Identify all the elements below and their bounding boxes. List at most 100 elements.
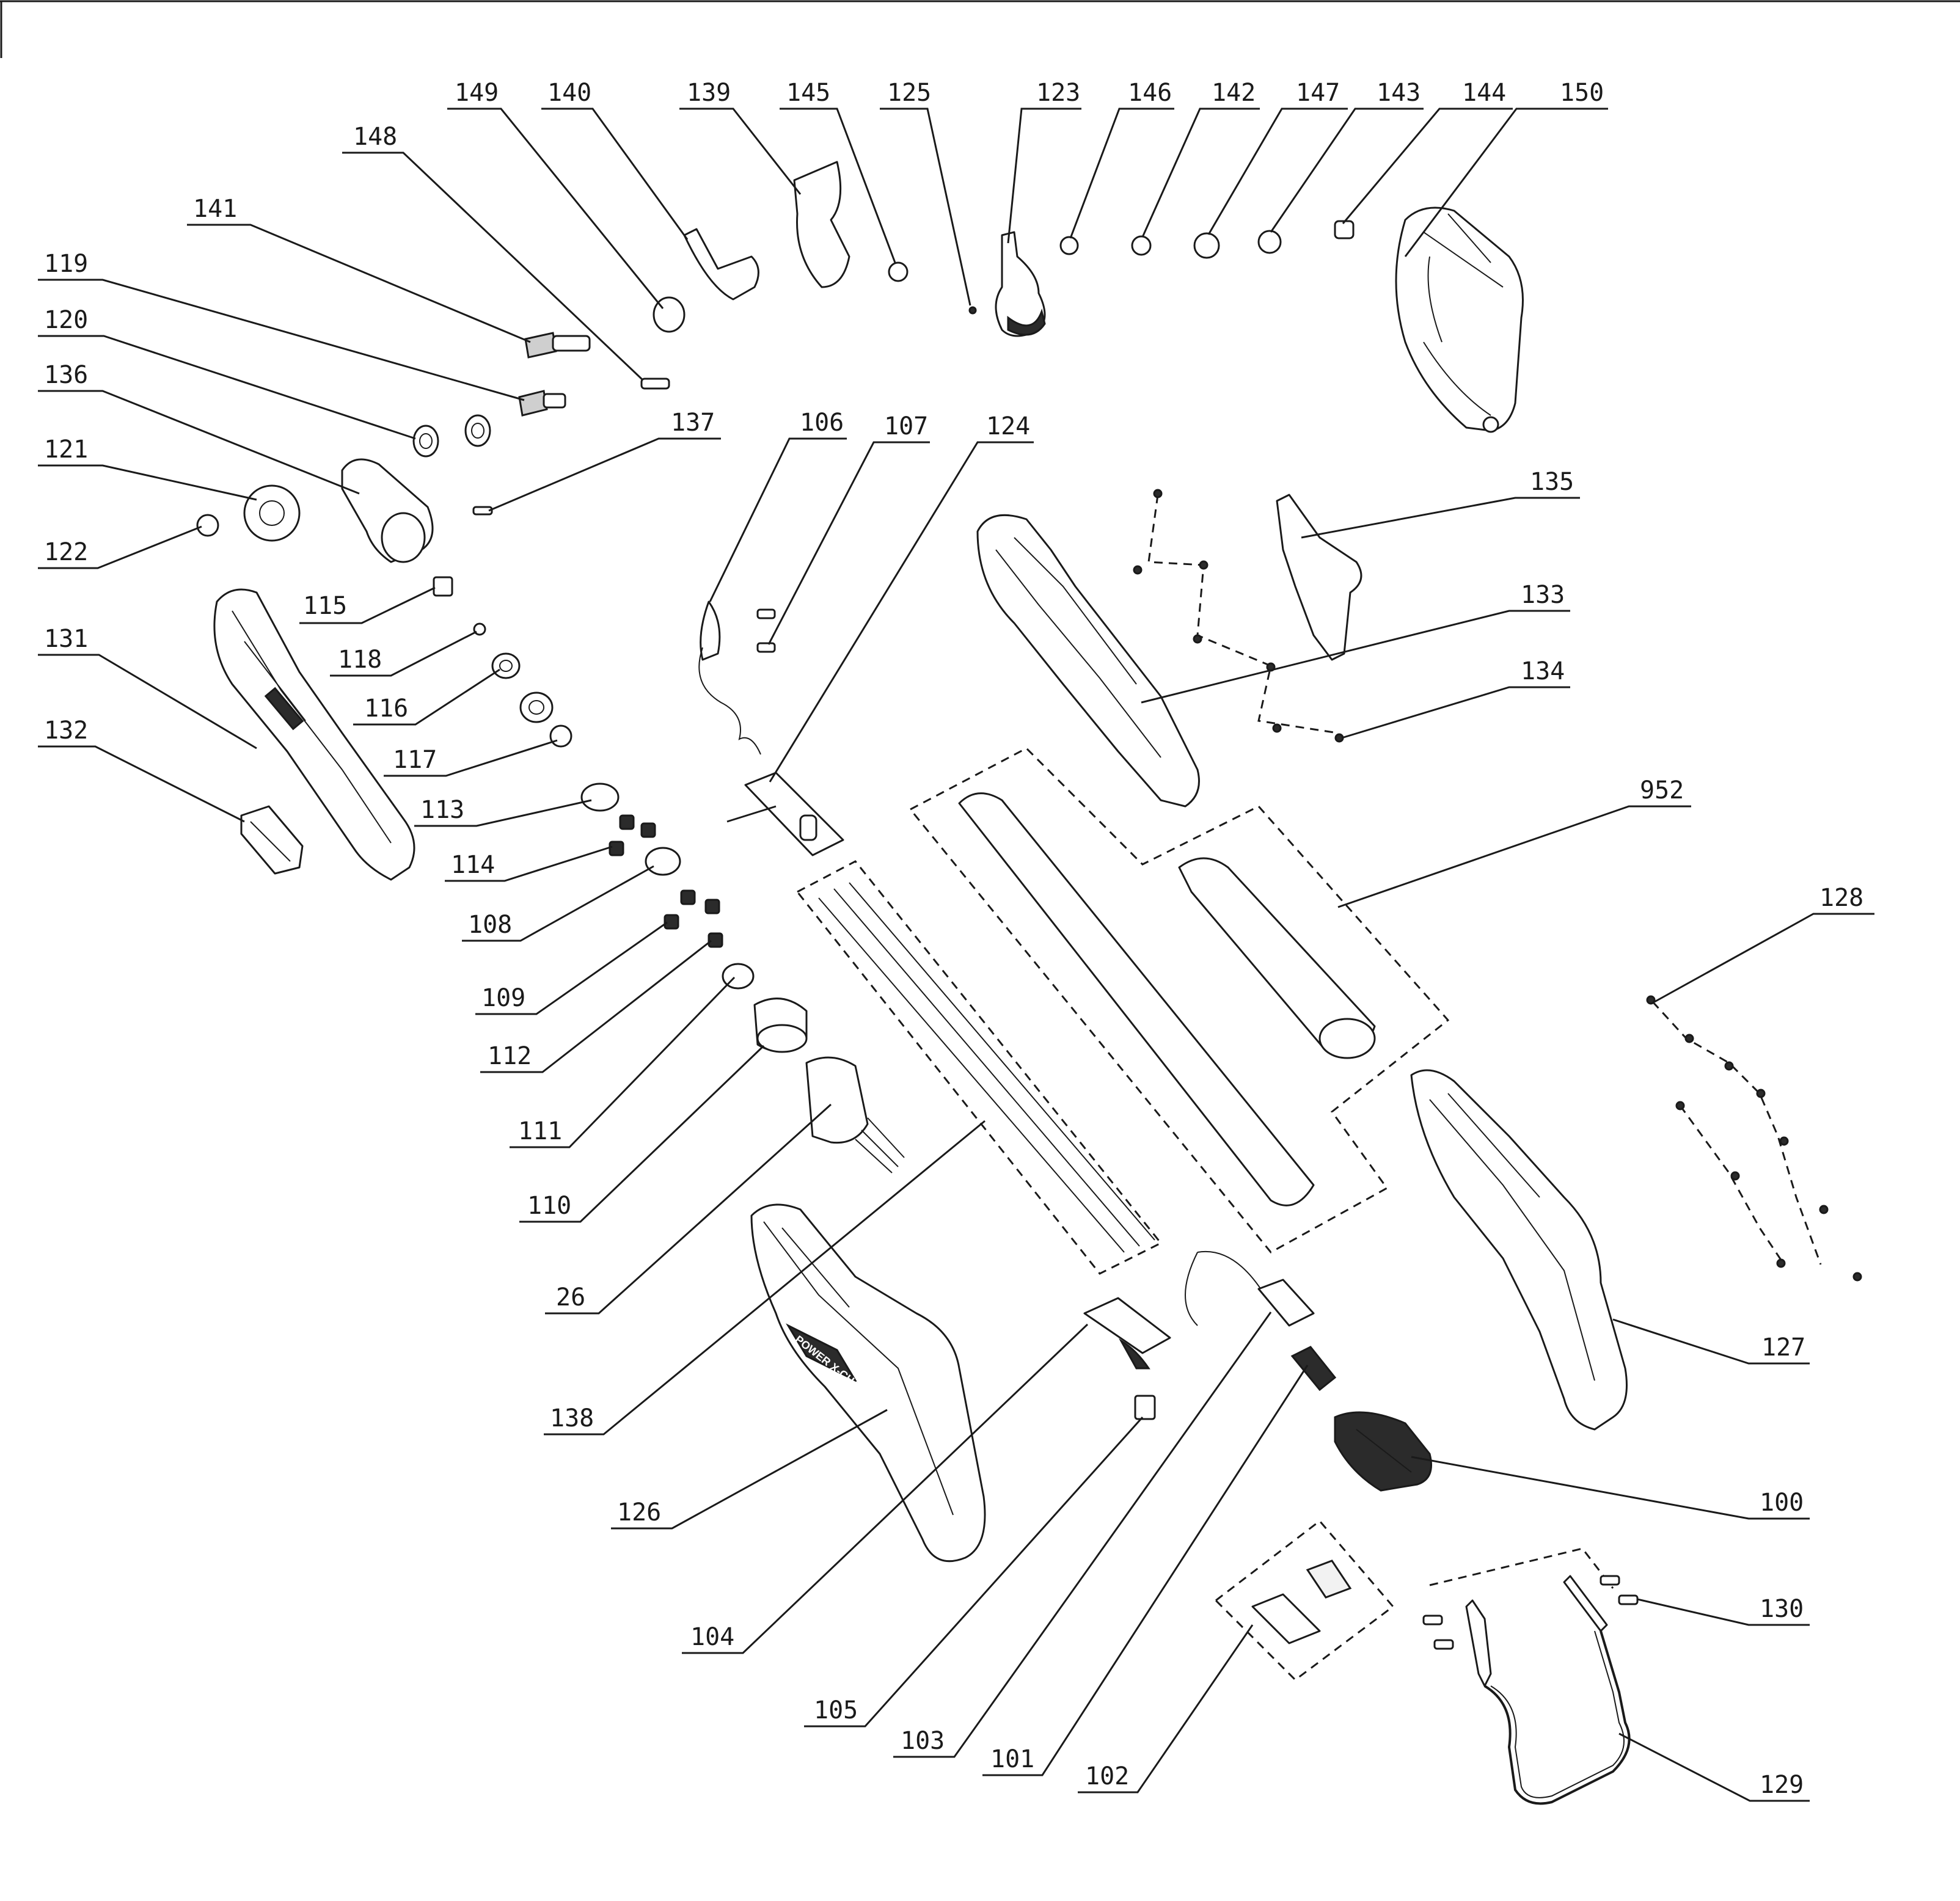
part-139-plate	[793, 161, 850, 288]
callout-label: 125	[887, 79, 931, 107]
part-105-switch	[1134, 1395, 1156, 1420]
callout-128: 128	[1654, 884, 1874, 1003]
callout-109: 109	[475, 921, 668, 1015]
part-114-nut-set	[609, 814, 656, 856]
part-116-bearing	[491, 652, 521, 679]
callout-102: 102	[1078, 1624, 1254, 1793]
callout-132: 132	[38, 717, 245, 823]
callout-label: 147	[1296, 79, 1340, 107]
part-120-bearing	[412, 425, 439, 458]
callout-label: 126	[617, 1498, 661, 1527]
callout-label: 132	[44, 717, 88, 745]
callout-label: 123	[1036, 79, 1080, 107]
callout-label: 127	[1761, 1334, 1805, 1362]
part-104-switch-board	[1083, 1297, 1171, 1370]
callout-label: 144	[1462, 79, 1506, 107]
callout-145: 145	[780, 79, 896, 263]
part-143-nut	[1257, 230, 1282, 254]
callout-103: 103	[893, 1312, 1272, 1758]
part-109-nut-set	[664, 889, 723, 948]
callout-label: 134	[1521, 657, 1565, 685]
callout-label: 128	[1819, 884, 1863, 912]
callout-115: 115	[299, 586, 436, 624]
part-131-motor-housing	[213, 588, 415, 881]
part-129-bail-handle	[1429, 1547, 1631, 1805]
callout-952: 952	[1337, 776, 1691, 908]
part-142-washer	[1131, 235, 1152, 256]
callout-label: 110	[527, 1192, 571, 1220]
callout-130: 130	[1637, 1595, 1810, 1626]
callout-135: 135	[1301, 468, 1580, 539]
part-136-bearing	[464, 414, 491, 447]
callout-label: 108	[468, 911, 512, 939]
callout-label: 146	[1128, 79, 1172, 107]
part-122-nut	[196, 514, 219, 537]
part-132-battery-latch	[240, 805, 304, 875]
callout-100: 100	[1411, 1456, 1810, 1520]
callout-122: 122	[38, 525, 202, 569]
part-121-gear	[243, 484, 301, 542]
part-148-pin	[640, 378, 670, 390]
part-119-pinion	[518, 390, 566, 417]
callout-label: 105	[814, 1696, 858, 1724]
callout-118: 118	[330, 630, 477, 677]
callout-label: 141	[193, 195, 237, 223]
part-117-ring	[549, 724, 572, 748]
part-111-sleeve	[753, 998, 808, 1053]
callout-119: 119	[38, 250, 525, 401]
callout-105: 105	[804, 1416, 1144, 1728]
part-125-pin	[968, 306, 977, 315]
part-145-washer	[888, 261, 909, 282]
callout-label: 101	[990, 1745, 1034, 1773]
part-138-rod-set	[795, 860, 1163, 1275]
callout-label: 107	[884, 412, 928, 440]
part-146-washer	[1059, 236, 1079, 255]
callout-label: 140	[547, 79, 591, 107]
callout-138: 138	[544, 1120, 985, 1436]
callout-label: 122	[44, 538, 88, 566]
callout-label: 104	[690, 1623, 734, 1651]
callout-149: 149	[447, 79, 664, 309]
callout-125: 125	[880, 79, 971, 306]
callout-101: 101	[982, 1365, 1309, 1776]
callout-137: 137	[488, 409, 721, 512]
callout-147: 147	[1207, 79, 1348, 235]
callout-141: 141	[187, 195, 531, 343]
part-123-gear-lever	[995, 231, 1046, 337]
callout-label: 142	[1212, 79, 1256, 107]
callout-131: 131	[38, 625, 257, 750]
callout-label: 145	[786, 79, 830, 107]
callout-144: 144	[1342, 79, 1513, 224]
page-frame	[0, 0, 1960, 58]
callout-146: 146	[1069, 79, 1174, 239]
part-133-handle-half	[976, 514, 1200, 808]
callout-label: 103	[901, 1727, 945, 1755]
callout-label: 143	[1377, 79, 1421, 107]
callout-129: 129	[1618, 1732, 1810, 1802]
part-147-ring	[1193, 232, 1220, 259]
callout-label: 119	[44, 250, 88, 278]
callout-label: 102	[1085, 1762, 1129, 1790]
part-103-sensor-wire	[1185, 1250, 1315, 1327]
callout-136: 136	[38, 361, 360, 495]
part-144-bolt	[1334, 220, 1355, 239]
part-134-screw-set	[1133, 489, 1344, 743]
part-101-spring	[1290, 1346, 1337, 1392]
callout-label: 135	[1530, 468, 1574, 496]
part-126-handle-half: POWER X-CHANGE	[750, 1203, 986, 1563]
callout-layer: 149 140 139 145 125 123 146 142	[38, 79, 1874, 1802]
part-118-circlip	[473, 622, 486, 636]
part-141-shaft-gear	[524, 332, 591, 359]
callout-116: 116	[353, 668, 500, 726]
callout-108: 108	[462, 865, 654, 942]
callout-143: 143	[1270, 79, 1424, 233]
part-130-screw-set	[1422, 1575, 1639, 1650]
callout-142: 142	[1141, 79, 1260, 238]
callout-111: 111	[510, 976, 736, 1148]
callout-106: 106	[709, 409, 847, 602]
callout-label: 149	[455, 79, 499, 107]
part-115-small-gear	[433, 576, 453, 597]
callout-133: 133	[1141, 581, 1570, 704]
callout-label: 131	[44, 625, 88, 653]
